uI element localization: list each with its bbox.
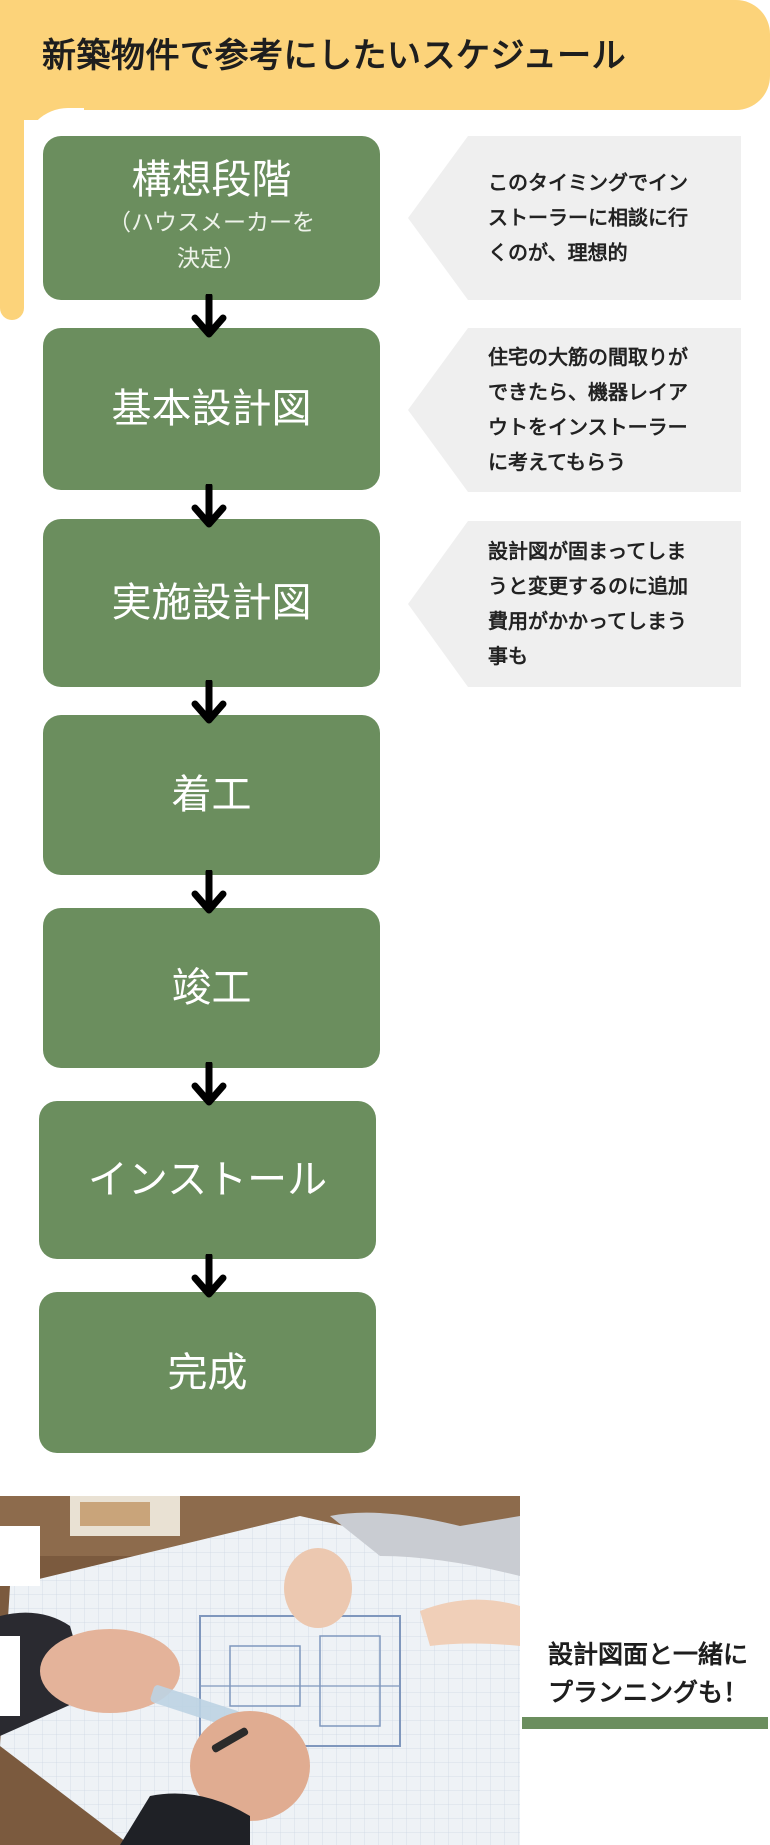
arrow-down-icon	[191, 1254, 227, 1298]
step-subtitle: （ハウスメーカーを 決定）	[108, 210, 315, 272]
step-title: 竣工	[171, 965, 252, 1011]
title-band	[0, 0, 770, 110]
step-title: 基本設計図	[111, 386, 312, 432]
note-basic-design: 住宅の大筋の間取りが できたら、機器レイア ウトをインストーラー に考えてもらう	[408, 328, 741, 492]
arrow-down-icon	[191, 484, 227, 528]
arrow-down-icon	[191, 1062, 227, 1106]
step-finished: 完成	[39, 1292, 376, 1453]
step-title: 構想段階	[131, 157, 292, 204]
step-install: インストール	[39, 1101, 376, 1259]
step-detailed-design: 実施設計図	[43, 519, 380, 687]
note-detailed-design: 設計図が固まってしま うと変更するのに追加 費用がかかってしまう 事も	[408, 521, 741, 687]
title-band-stem	[0, 80, 24, 320]
step-basic-design: 基本設計図	[43, 328, 380, 490]
blueprint-meeting-photo	[0, 1496, 520, 1845]
caption-underline	[522, 1717, 768, 1729]
step-title: 完成	[167, 1349, 248, 1396]
step-title: 着工	[171, 772, 252, 818]
step-concept: 構想段階 （ハウスメーカーを 決定）	[43, 136, 380, 300]
arrow-down-icon	[191, 294, 227, 338]
photo-illustration	[0, 1496, 520, 1845]
page-title: 新築物件で参考にしたいスケジュール	[42, 36, 627, 76]
photo-caption: 設計図面と一緒に プランニングも！	[548, 1640, 749, 1707]
note-concept: このタイミングでイン ストーラーに相談に行 くのが、理想的	[408, 136, 741, 300]
arrow-down-icon	[191, 680, 227, 724]
note-text: このタイミングでイン ストーラーに相談に行 くのが、理想的	[488, 170, 688, 265]
arrow-down-icon	[191, 870, 227, 914]
note-text: 住宅の大筋の間取りが できたら、機器レイア ウトをインストーラー に考えてもらう	[488, 345, 688, 474]
step-construction-start: 着工	[43, 715, 380, 875]
note-text: 設計図が固まってしま うと変更するのに追加 費用がかかってしまう 事も	[488, 539, 688, 668]
step-title: インストール	[87, 1157, 328, 1203]
step-title: 実施設計図	[111, 580, 312, 626]
step-completion-of-building: 竣工	[43, 908, 380, 1068]
